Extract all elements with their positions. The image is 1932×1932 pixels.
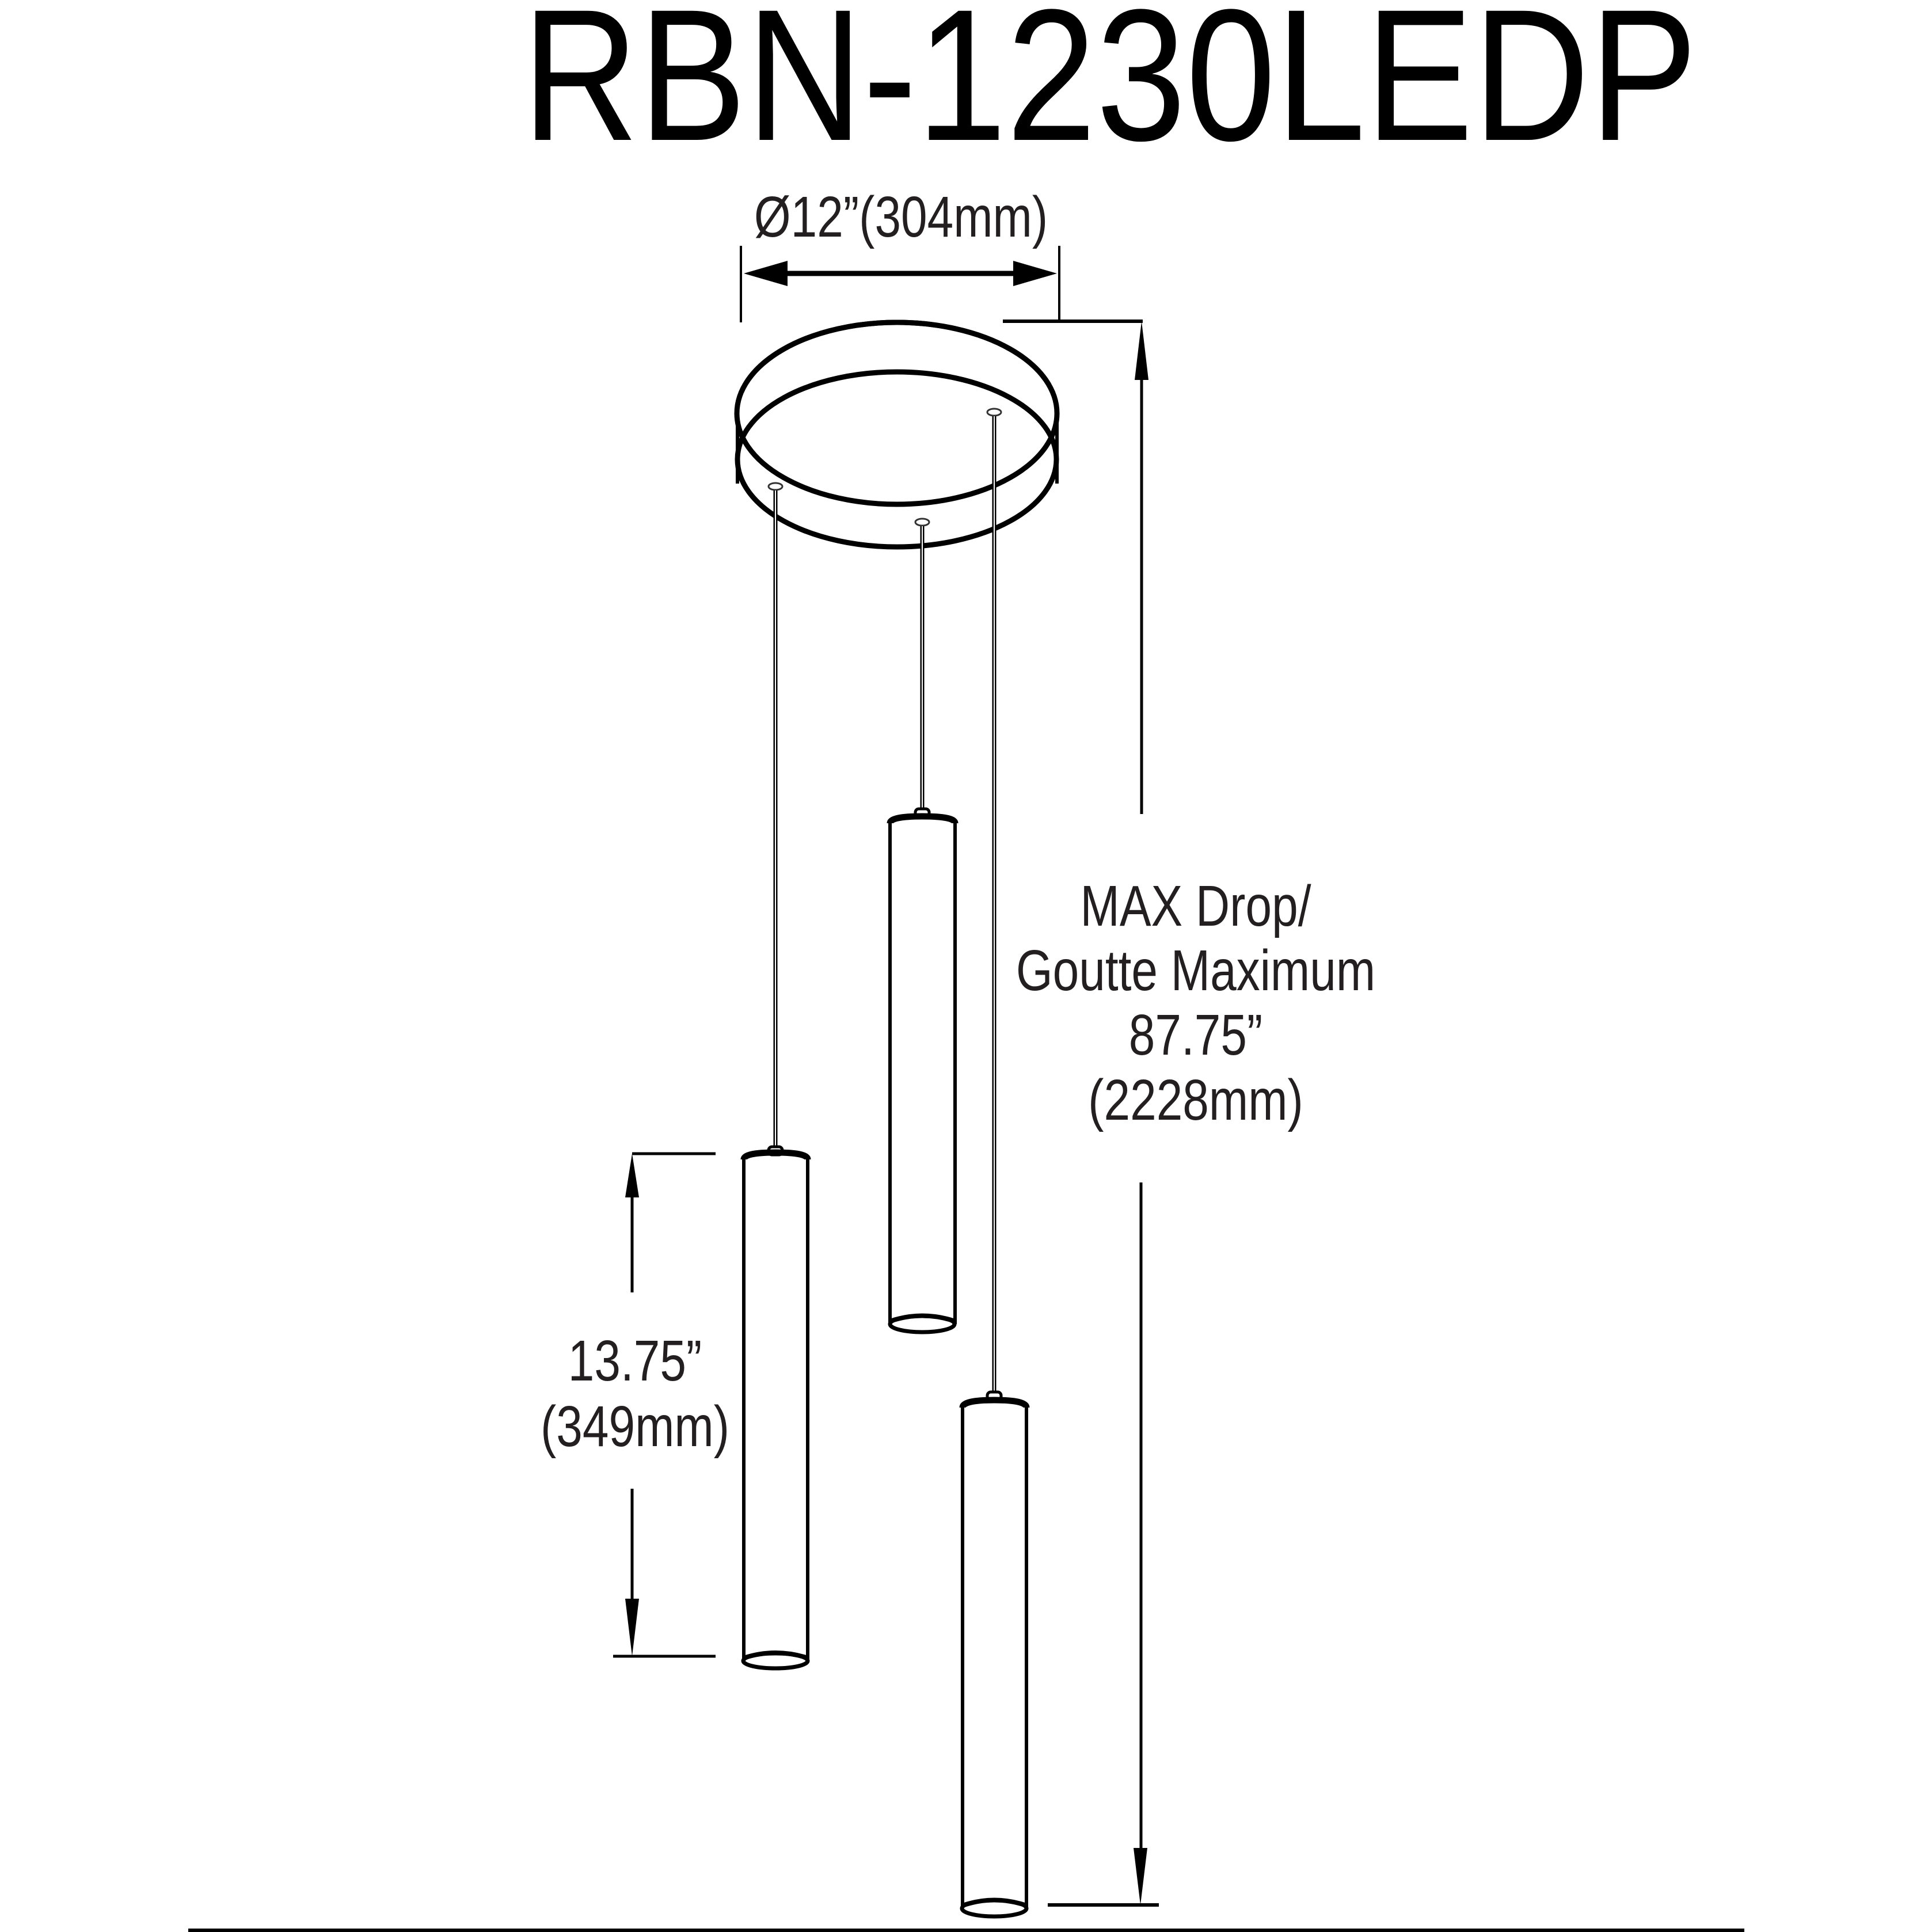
canopy-diameter-dimension xyxy=(740,246,1060,357)
max-drop-label-en: MAX Drop/ xyxy=(1081,874,1311,938)
max-drop-label-fr: Goutte Maximum xyxy=(1016,938,1375,1003)
arrow-left-icon xyxy=(744,261,788,286)
pendant-height-dimension xyxy=(613,1152,716,1658)
max-drop-mm: (2228mm) xyxy=(1088,1068,1303,1132)
attachment-middle-icon xyxy=(914,518,930,527)
canopy xyxy=(731,320,1064,550)
attachment-left-icon xyxy=(767,482,784,491)
arrow-down-icon xyxy=(625,1599,639,1656)
cord-attachments xyxy=(767,408,1002,527)
arrow-right-icon xyxy=(1013,261,1057,286)
max-drop-inches: 87.75” xyxy=(1129,1003,1263,1067)
model-title: RBN-1230LEDP xyxy=(522,0,1697,180)
middle-pendant xyxy=(887,807,959,1334)
pendant-height-inches: 13.75” xyxy=(568,1329,702,1393)
max-drop-dimension xyxy=(1003,320,1159,1907)
left-pendant xyxy=(740,1145,811,1671)
pendant-height-mm: (349mm) xyxy=(541,1394,729,1459)
right-pendant xyxy=(959,1390,1030,1919)
arrow-down-icon xyxy=(1134,1848,1147,1905)
attachment-right-icon xyxy=(986,408,1002,417)
canopy-diameter-label: Ø12”(304mm) xyxy=(754,185,1048,249)
arrow-up-icon xyxy=(1135,321,1148,380)
arrow-up-icon xyxy=(625,1154,639,1197)
canopy-bottom-face xyxy=(735,369,1059,550)
cords xyxy=(773,416,997,1393)
